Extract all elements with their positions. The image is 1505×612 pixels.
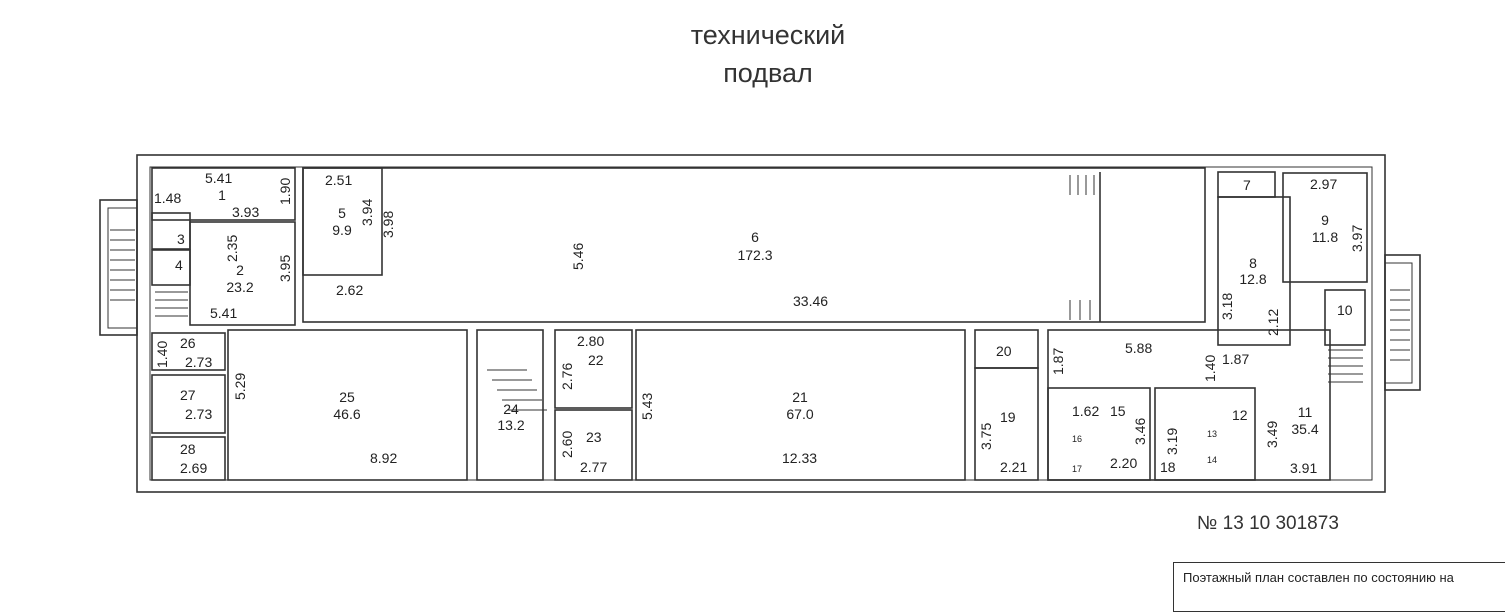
dimension: 1.90 bbox=[277, 178, 293, 205]
room-number: 11 bbox=[1298, 404, 1313, 420]
room-number: 17 bbox=[1072, 464, 1082, 474]
room-area: 23.2 bbox=[226, 279, 253, 295]
dimension: 2.12 bbox=[1265, 309, 1281, 336]
document-number: № 13 10 301873 bbox=[1197, 513, 1339, 534]
dimension: 2.60 bbox=[559, 431, 575, 458]
room-area: 11.8 bbox=[1312, 229, 1338, 245]
dimension: 2.73 bbox=[185, 406, 212, 422]
room-area: 13.2 bbox=[497, 417, 524, 433]
dimension: 2.76 bbox=[559, 363, 575, 390]
room-number: 25 bbox=[339, 389, 355, 405]
room-number: 12 bbox=[1232, 407, 1248, 423]
stairs bbox=[110, 175, 1410, 411]
room-number: 13 bbox=[1207, 429, 1217, 439]
dimension: 1.62 bbox=[1072, 403, 1099, 419]
footer-note: Поэтажный план составлен по состоянию на bbox=[1173, 562, 1505, 612]
room-number: 18 bbox=[1160, 459, 1176, 475]
room-area: 12.8 bbox=[1239, 271, 1266, 287]
dimension: 3.94 bbox=[359, 199, 375, 226]
room-walls bbox=[151, 167, 1368, 481]
room-number: 6 bbox=[751, 229, 759, 245]
room-number: 16 bbox=[1072, 434, 1082, 444]
dimension: 1.87 bbox=[1050, 348, 1066, 375]
dimension-labels: 5.41 1.48 3.93 1.90 2.35 3.95 5.41 2.51 … bbox=[154, 170, 1365, 476]
room-number: 28 bbox=[180, 441, 196, 457]
room-area: 67.0 bbox=[786, 406, 813, 422]
room-number: 7 bbox=[1243, 177, 1251, 193]
dimension: 3.97 bbox=[1349, 225, 1365, 252]
dimension: 2.77 bbox=[580, 459, 607, 475]
room-number: 23 bbox=[586, 429, 602, 445]
dimension: 3.98 bbox=[380, 211, 396, 238]
room-number: 10 bbox=[1337, 302, 1353, 318]
room-number: 21 bbox=[792, 389, 808, 405]
dimension: 3.18 bbox=[1219, 293, 1235, 320]
room-number: 9 bbox=[1321, 212, 1329, 228]
room-number: 19 bbox=[1000, 409, 1016, 425]
room-number: 1 bbox=[218, 187, 226, 203]
dimension: 3.49 bbox=[1264, 421, 1280, 448]
room-number: 5 bbox=[338, 205, 346, 221]
dimension: 3.95 bbox=[277, 255, 293, 282]
room-number: 24 bbox=[503, 401, 519, 417]
title-line2: подвал bbox=[723, 58, 813, 88]
room-number: 26 bbox=[180, 335, 196, 351]
dimension: 2.35 bbox=[224, 235, 240, 262]
room-number: 27 bbox=[180, 387, 196, 403]
room-area: 46.6 bbox=[333, 406, 360, 422]
dimension: 3.46 bbox=[1132, 418, 1148, 445]
outer-walls bbox=[99, 154, 1421, 493]
dimension: 2.62 bbox=[336, 282, 363, 298]
dimension: 2.20 bbox=[1110, 455, 1137, 471]
dimension: 2.80 bbox=[577, 333, 604, 349]
room-number: 14 bbox=[1207, 455, 1217, 465]
dimension: 5.41 bbox=[205, 170, 232, 186]
dimension: 3.93 bbox=[232, 204, 259, 220]
room-number: 3 bbox=[177, 231, 185, 247]
dimension: 12.33 bbox=[782, 450, 817, 466]
room-labels: 1 2 23.2 3 4 5 9.9 6 172.3 7 8 12.8 9 11… bbox=[175, 177, 1353, 475]
room-number: 8 bbox=[1249, 255, 1257, 271]
room-area: 9.9 bbox=[332, 222, 352, 238]
dimension: 1.87 bbox=[1222, 351, 1249, 367]
dimension: 2.69 bbox=[180, 460, 207, 476]
dimension: 8.92 bbox=[370, 450, 397, 466]
dimension: 2.21 bbox=[1000, 459, 1027, 475]
dimension: 1.40 bbox=[154, 341, 170, 368]
title-line1: технический bbox=[691, 20, 846, 50]
dimension: 2.97 bbox=[1310, 176, 1337, 192]
dimension: 2.51 bbox=[325, 172, 352, 188]
dimension: 3.75 bbox=[978, 423, 994, 450]
dimension: 1.40 bbox=[1202, 355, 1218, 382]
room-number: 4 bbox=[175, 257, 183, 273]
dimension: 5.41 bbox=[210, 305, 237, 321]
dimension: 1.48 bbox=[154, 190, 181, 206]
room-number: 20 bbox=[996, 343, 1012, 359]
dimension: 3.91 bbox=[1290, 460, 1317, 476]
room-area: 35.4 bbox=[1291, 421, 1318, 437]
dimension: 2.73 bbox=[185, 354, 212, 370]
dimension: 5.46 bbox=[570, 243, 586, 270]
dimension: 3.19 bbox=[1164, 428, 1180, 455]
dimension: 5.43 bbox=[639, 393, 655, 420]
room-number: 15 bbox=[1110, 403, 1126, 419]
dimension: 33.46 bbox=[793, 293, 828, 309]
dimension: 5.88 bbox=[1125, 340, 1152, 356]
room-area: 172.3 bbox=[737, 247, 772, 263]
dimension: 5.29 bbox=[232, 373, 248, 400]
room-number: 2 bbox=[236, 262, 244, 278]
room-number: 22 bbox=[588, 352, 604, 368]
